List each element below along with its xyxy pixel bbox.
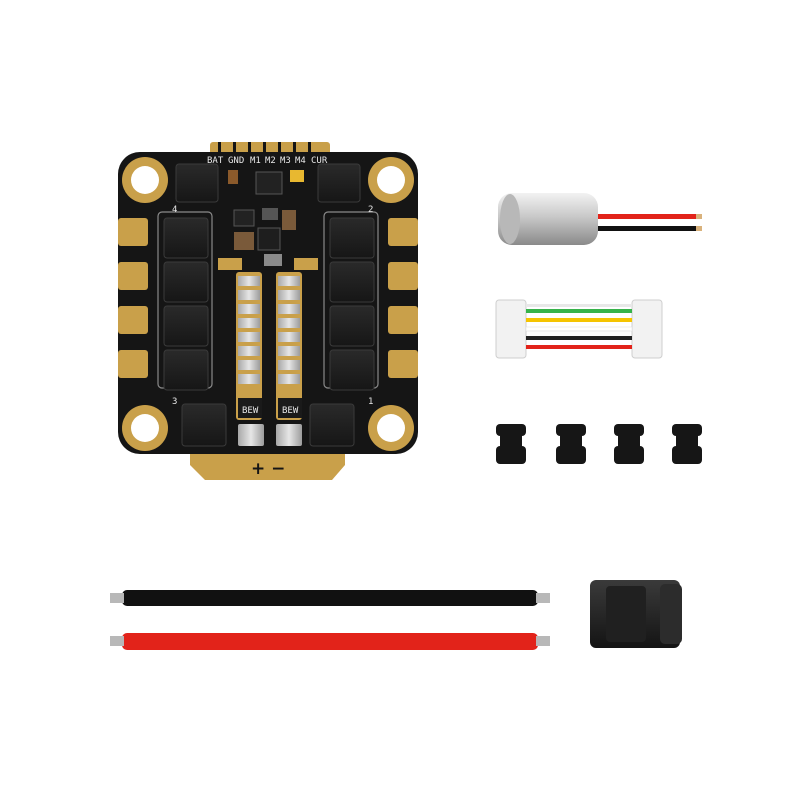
bew-chip-left: [238, 398, 262, 418]
grommet-4: [672, 424, 702, 464]
mounting-holes: [122, 157, 414, 451]
grommet-3: [614, 424, 644, 464]
corner-chips: [175, 163, 361, 447]
center-components: [218, 170, 318, 270]
pin-label-gnd: GND: [228, 156, 244, 166]
corner-number-top-left: 4: [172, 205, 177, 215]
pin-label-cur: CUR: [311, 156, 328, 166]
bottom-cap-right: [276, 424, 302, 446]
pin-label-m1: M1: [250, 156, 261, 166]
bew-mark-right: BEW: [282, 406, 299, 416]
pcb-body: [118, 152, 418, 454]
power-symbols: + −: [251, 459, 285, 479]
cable-harness: [495, 299, 663, 359]
black-power-wire: [110, 590, 550, 606]
bottom-cap-left: [238, 424, 264, 446]
bew-mark-left: BEW: [242, 406, 259, 416]
pin-label-m3: M3: [280, 156, 291, 166]
esc-board: BAT GND M1 M2 M3 M4 CUR 4 2 3 1: [118, 142, 418, 480]
capacitor: [498, 193, 702, 245]
shunt-resistors-left: [236, 272, 262, 420]
grommet-1: [496, 424, 526, 464]
bew-chip-right: [278, 398, 302, 418]
side-pads-right: [388, 218, 418, 378]
corner-number-bottom-left: 3: [172, 397, 177, 407]
grommet-2: [556, 424, 586, 464]
mosfets-right: [329, 217, 375, 391]
corner-number-top-right: 2: [368, 205, 373, 215]
xt60-connector: [590, 580, 682, 648]
pin-label-m2: M2: [265, 156, 276, 166]
pin-label-m4: M4: [295, 156, 306, 166]
corner-number-bottom-right: 1: [368, 397, 373, 407]
red-power-wire: [110, 633, 550, 650]
shunt-resistors-right: [276, 272, 302, 420]
mosfets-left: [163, 217, 209, 391]
header-pins: [218, 142, 311, 152]
pin-label-bat: BAT: [207, 156, 224, 166]
rubber-grommets: [496, 424, 702, 464]
side-pads-left: [118, 218, 148, 378]
